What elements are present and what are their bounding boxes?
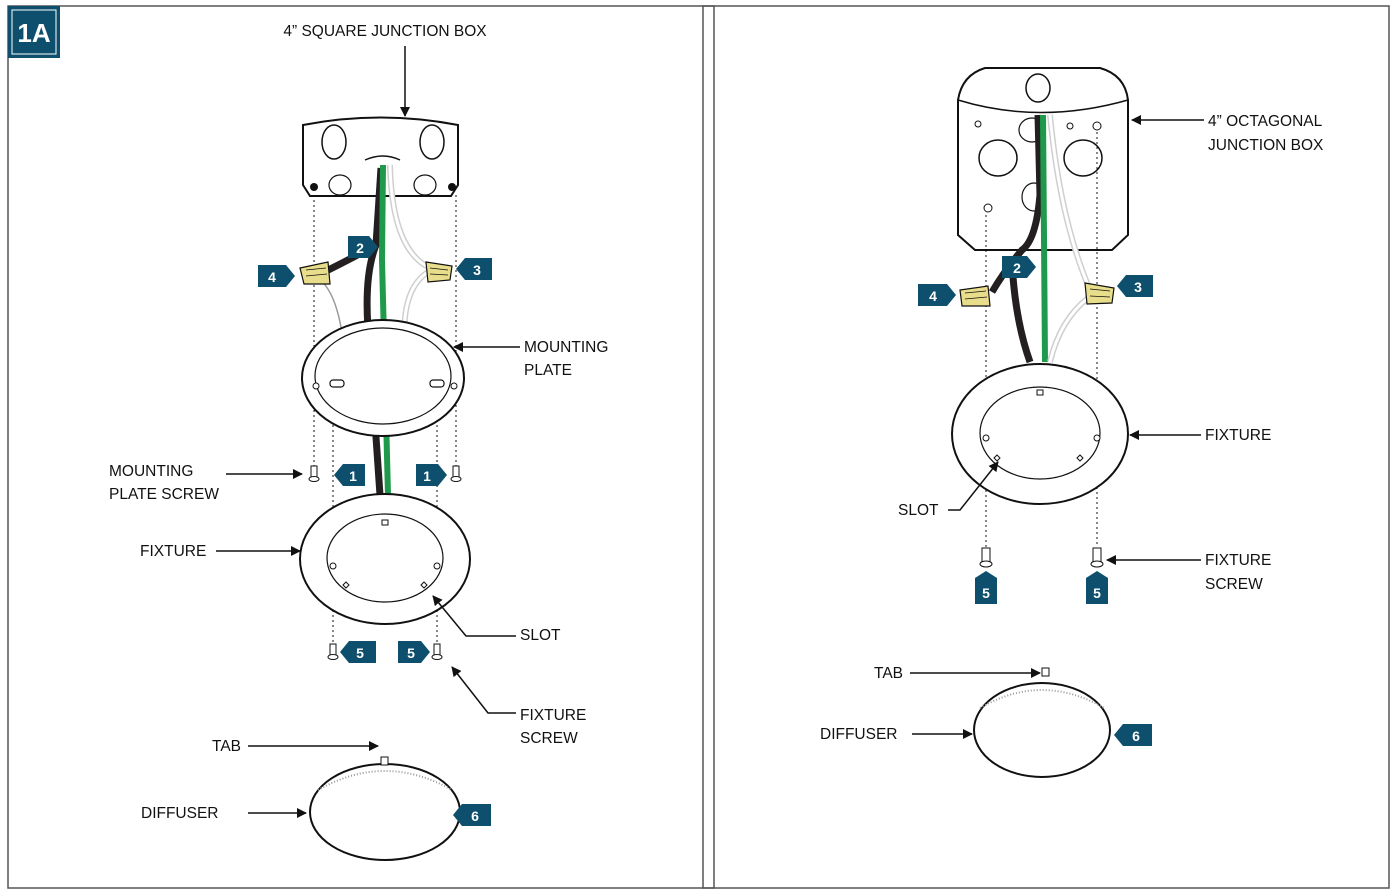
figure-tag-text: 1A [17,18,50,48]
label-square-junction-box: 4” SQUARE JUNCTION BOX [283,23,487,40]
svg-text:6: 6 [471,808,479,824]
step-badge-5a-left: 5 [340,641,376,663]
step-badge-3-left: 3 [456,258,492,280]
mounting-plate-screws [308,465,462,482]
label-mounting-plate-2: PLATE [524,362,572,379]
right-wire-connectors [959,282,1115,307]
svg-text:2: 2 [356,240,364,256]
label-mounting-plate-1: MOUNTING [524,339,608,356]
label-fixture-screw-left-2: SCREW [520,730,578,747]
label-fixture-left: FIXTURE [140,543,206,560]
svg-text:1: 1 [423,468,431,484]
svg-text:3: 3 [1134,279,1142,295]
label-fixture-screw-right-1: FIXTURE [1205,552,1271,569]
fixture-right [951,363,1129,505]
label-fixture-screw-right-2: SCREW [1205,576,1263,593]
square-junction-box [302,116,459,197]
svg-text:5: 5 [356,645,364,661]
svg-text:4: 4 [929,288,937,304]
svg-text:4: 4 [268,269,276,285]
step-badge-5b-right: 5 [1086,571,1108,604]
label-diffuser-right: DIFFUSER [820,726,898,743]
step-badge-5b-left: 5 [398,641,430,663]
step-badge-1a: 1 [334,464,365,486]
label-slot-right: SLOT [898,502,939,519]
label-tab-left: TAB [212,738,241,755]
label-octagonal-junction-box-1: 4” OCTAGONAL [1208,113,1323,130]
label-octagonal-junction-box-2: JUNCTION BOX [1208,137,1324,154]
left-panel-frame [7,5,715,889]
diffuser-right [973,667,1111,778]
svg-text:5: 5 [407,645,415,661]
label-mounting-plate-screw-2: PLATE SCREW [109,486,219,503]
right-wires [988,114,1093,364]
step-badge-4-left: 4 [258,265,295,287]
label-mounting-plate-screw-1: MOUNTING [109,463,193,480]
left-wire-connectors [299,261,453,285]
mounting-plate [301,319,465,437]
step-badge-1b: 1 [416,464,447,486]
step-badge-2-right: 2 [1002,256,1036,278]
svg-text:5: 5 [982,585,990,601]
label-tab-right: TAB [874,665,903,682]
label-diffuser-left: DIFFUSER [141,805,219,822]
svg-text:1: 1 [349,468,357,484]
step-badge-6-right: 6 [1114,724,1152,746]
diffuser-left [309,756,461,861]
svg-text:6: 6 [1132,728,1140,744]
right-panel-frame [702,5,1390,889]
svg-text:2: 2 [1013,260,1021,276]
svg-text:3: 3 [473,262,481,278]
svg-text:5: 5 [1093,585,1101,601]
label-slot-left: SLOT [520,627,561,644]
fixture-screws-left [327,643,443,660]
step-badge-5a-right: 5 [975,571,997,604]
label-fixture-screw-left-1: FIXTURE [520,707,586,724]
step-badge-4-right: 4 [918,284,956,306]
fixture-screws-right [979,547,1104,568]
step-badge-2-left: 2 [348,236,378,258]
label-fixture-right: FIXTURE [1205,427,1271,444]
step-badge-3-right: 3 [1117,275,1153,297]
step-badge-6-left: 6 [453,804,491,826]
figure-tag: 1A [8,6,60,58]
fixture-left [299,493,471,625]
